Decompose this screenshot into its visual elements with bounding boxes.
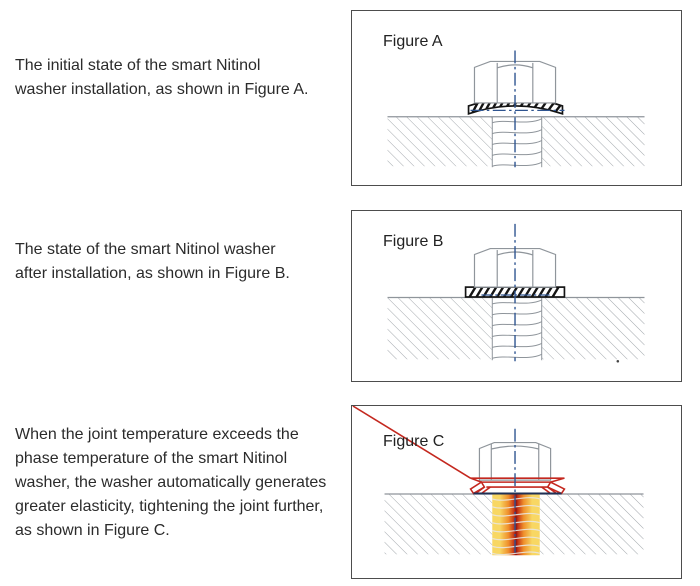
paragraph-line: When the joint temperature exceeds the [15,426,299,443]
figure-b-drawing [387,223,645,363]
bolt-threads [491,116,543,168]
paragraph-line: washer installation, as shown in Figure … [15,81,309,98]
ground-hatch-left [387,297,493,360]
bolt-threads [492,497,540,556]
figure-b-box: Figure B [351,210,682,382]
figure-c-box: Figure C [351,405,682,579]
paragraph-line: washer, the washer automatically generat… [15,474,327,491]
paragraph-line: phase temperature of the smart Nitinol [15,450,288,467]
hex-nut [473,247,557,288]
paragraph-line: The state of the smart Nitinol washer [15,241,276,258]
ground-hatch-right [541,116,645,167]
figure-a-drawing [387,50,645,168]
paragraph-figure-c: When the joint temperature exceeds the p… [15,423,360,543]
figure-c-drawing [352,406,644,556]
stray-mark [616,359,620,363]
paragraph-figure-b: The state of the smart Nitinol washer af… [15,238,360,286]
figure-b-label: Figure B [383,233,444,250]
ground-hatch-left [387,116,493,167]
paragraph-line: greater elasticity, tightening the joint… [15,498,324,515]
nitinol-washer-activated [352,406,566,495]
paragraph-line: after installation, as shown in Figure B… [15,265,290,282]
figure-a-label: Figure A [383,33,443,50]
paragraph-line: as shown in Figure C. [15,522,170,539]
paragraph-figure-a: The initial state of the smart Nitinol w… [15,54,360,102]
bolt-threads [491,297,543,361]
ground-hatch-right [539,493,644,555]
figure-a-box: Figure A [351,10,682,186]
paragraph-line: The initial state of the smart Nitinol [15,57,261,74]
ground-hatch-left [384,493,493,555]
ground-hatch-right [541,297,645,360]
figure-c-label: Figure C [383,433,445,450]
